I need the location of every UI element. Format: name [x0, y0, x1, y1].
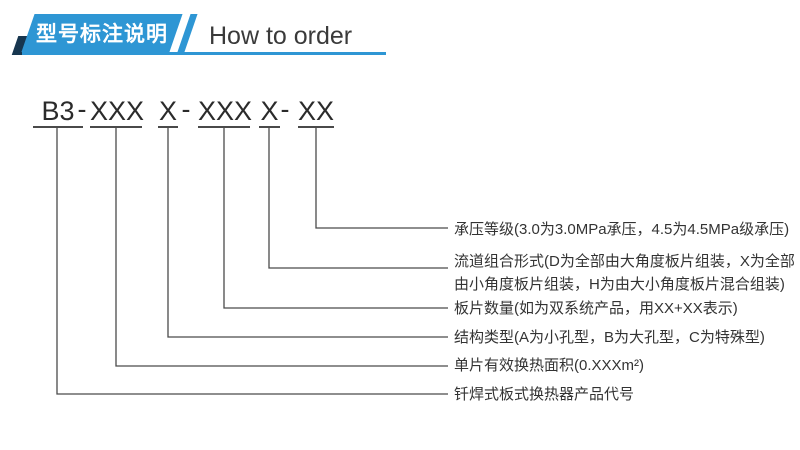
label-structure-type: 结构类型(A为小孔型，B为大孔型，C为特殊型) — [454, 329, 765, 346]
model-separator: - — [77, 94, 87, 124]
label-product-code: 钎焊式板式换热器产品代号 — [454, 386, 635, 403]
model-segment-heat-area: XXX — [90, 96, 145, 128]
page-title-en: How to order — [209, 22, 353, 50]
model-separator: - — [280, 94, 290, 124]
model-segment-plate-quantity: XXX — [198, 96, 253, 128]
page-title-zh: 型号标注说明 — [36, 23, 168, 46]
model-segment-structure-type: X — [158, 96, 178, 128]
label-plate-quantity: 板片数量(如为双系统产品，用XX+XX表示) — [454, 300, 738, 317]
model-separator: - — [181, 94, 191, 124]
header-underline — [22, 52, 386, 55]
label-heat-exchange-area: 单片有效换热面积(0.XXXm²) — [454, 357, 645, 374]
model-segment-pressure-rating: XX — [298, 96, 335, 128]
label-channel-combination: 流道组合形式(D为全部由大角度板片组装，X为全部 由小角度板片组装，H为由大小角… — [454, 253, 795, 293]
page-header: 型号标注说明 How to order — [0, 0, 800, 70]
header-title-banner: 型号标注说明 — [21, 14, 183, 52]
label-pressure-rating: 承压等级(3.0为3.0MPa承压，4.5为4.5MPa级承压) — [454, 221, 790, 238]
